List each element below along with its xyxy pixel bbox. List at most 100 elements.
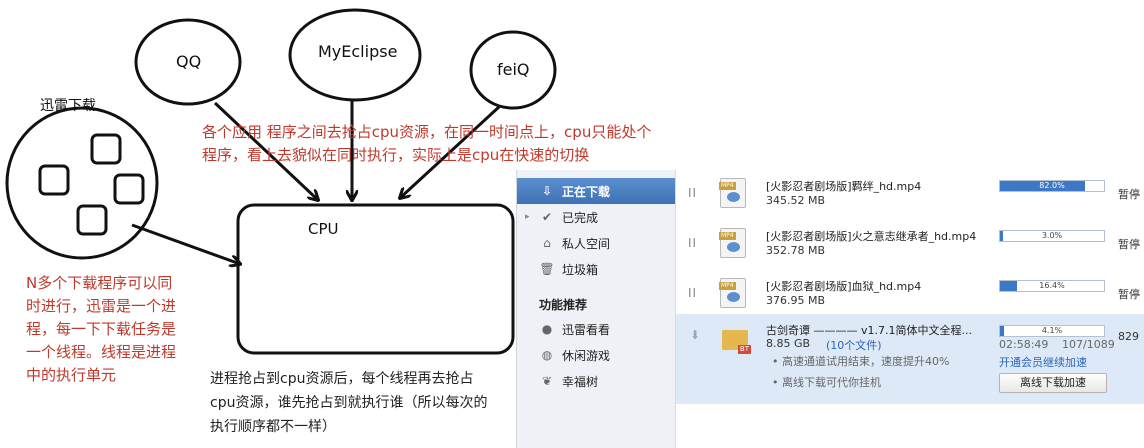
bt-hint: • 高速通道试用结束，速度提升40% bbox=[772, 355, 950, 368]
process-note: 进程抢占到cpu资源后，每个线程再去抢占 cpu资源，谁先抢占到就执行谁（所以每… bbox=[210, 367, 487, 439]
task-row[interactable]: II MP4 [火影忍者剧场版]血狱_hd.mp4 376.95 MB 16.4… bbox=[676, 274, 1144, 326]
threads-note-line: 程，每一下下载任务是 bbox=[26, 320, 177, 338]
leaf-icon: ❦ bbox=[541, 374, 553, 388]
bt-eta: 02:58:49 bbox=[999, 338, 1049, 351]
progress-bar: 82.0% bbox=[999, 180, 1105, 192]
arrow-feiq-to-cpu bbox=[400, 104, 502, 198]
task-size: 345.52 MB bbox=[766, 194, 826, 207]
progress-label: 4.1% bbox=[1041, 326, 1063, 335]
sidebar-item-label: 休闲游戏 bbox=[562, 348, 611, 363]
bt-task-size: 8.85 GB bbox=[766, 337, 811, 350]
feature-section-title: 功能推荐 bbox=[539, 298, 588, 312]
sidebar-item-private-space[interactable]: ⌂ 私人空间 bbox=[517, 230, 675, 256]
task-row[interactable]: II MP4 [火影忍者剧场版]火之意志继承者_hd.mp4 352.78 MB… bbox=[676, 224, 1144, 276]
feiq-label: feiQ bbox=[497, 60, 530, 79]
bt-badge: BT bbox=[737, 345, 751, 354]
sidebar-item-label: 垃圾箱 bbox=[562, 262, 599, 277]
progress-bar: 3.0% bbox=[999, 230, 1105, 242]
sidebar-item-trash[interactable]: 🗑 垃圾箱 bbox=[517, 256, 675, 282]
threads-note-line: 中的执行单元 bbox=[26, 366, 117, 384]
cpu-box bbox=[236, 203, 515, 355]
thunder-label: 迅雷下载 bbox=[40, 98, 96, 114]
qq-label: QQ bbox=[176, 52, 202, 71]
sidebar-item-label: 已完成 bbox=[562, 210, 599, 225]
file-tag: MP4 bbox=[719, 282, 736, 290]
threads-note-line: 一个线程。线程是进程 bbox=[26, 343, 177, 361]
offline-accelerate-button[interactable]: 离线下载加速 bbox=[999, 373, 1107, 393]
bt-speed: 829 bbox=[1118, 330, 1139, 343]
expand-arrow-icon[interactable]: ▸ bbox=[525, 212, 530, 222]
vip-link[interactable]: 开通会员继续加速 bbox=[999, 356, 1087, 369]
progress-fill bbox=[1000, 231, 1004, 241]
progress-bar: 16.4% bbox=[999, 280, 1105, 292]
progress-fill bbox=[1000, 181, 1086, 191]
feiq-bubble bbox=[469, 30, 557, 110]
thread-box bbox=[76, 204, 108, 236]
lock-icon: ⌂ bbox=[543, 236, 551, 250]
media-disc-icon bbox=[727, 242, 740, 252]
sidebar-item-label: 幸福树 bbox=[562, 374, 599, 389]
media-disc-icon bbox=[727, 292, 740, 302]
pause-button[interactable]: II bbox=[688, 236, 698, 250]
arrow-thunder-to-cpu bbox=[131, 223, 240, 264]
folder-icon: BT bbox=[722, 330, 751, 354]
arrow-qq-to-cpu bbox=[213, 101, 318, 200]
bt-task-name: 古剑奇谭 ———— v1.7.1简体中文全程... bbox=[766, 324, 972, 337]
process-note-line: 进程抢占到cpu资源后，每个线程再去抢占 bbox=[210, 371, 474, 387]
task-name: [火影忍者剧场版]羁绊_hd.mp4 bbox=[766, 180, 922, 193]
threads-note-line: N多个下载程序可以同 bbox=[26, 274, 173, 292]
apps-note: 各个应用 程序之间去抢占cpu资源，在同一时间点上，cpu只能处个 程序，看上去… bbox=[202, 121, 651, 167]
bt-pieces: 107/1089 bbox=[1062, 338, 1115, 351]
download-manager-panel: ⇩ 正在下载 ▸ ✔ 已完成 ⌂ 私人空间 🗑 垃圾箱 功能推荐 ● 迅雷看看 … bbox=[516, 170, 1144, 448]
task-list: II MP4 [火影忍者剧场版]羁绊_hd.mp4 345.52 MB 82.0… bbox=[676, 170, 1144, 448]
pause-button[interactable]: II bbox=[688, 286, 698, 300]
sidebar-item-label: 私人空间 bbox=[562, 236, 611, 251]
sidebar-item-happy-tree[interactable]: ❦ 幸福树 bbox=[517, 368, 675, 394]
sidebar-item-label: 迅雷看看 bbox=[562, 322, 611, 337]
thread-box bbox=[113, 173, 145, 205]
pause-button[interactable]: II bbox=[688, 186, 698, 200]
progress-label: 82.0% bbox=[1039, 181, 1065, 190]
myeclipse-label: MyEclipse bbox=[318, 42, 398, 61]
file-tag: MP4 bbox=[719, 182, 736, 190]
task-row[interactable]: II MP4 [火影忍者剧场版]羁绊_hd.mp4 345.52 MB 82.0… bbox=[676, 174, 1144, 226]
task-name: [火影忍者剧场版]血狱_hd.mp4 bbox=[766, 280, 922, 293]
task-size: 376.95 MB bbox=[766, 294, 826, 307]
cpu-label: CPU bbox=[308, 220, 339, 238]
threads-note-line: 时进行，迅雷是一个进 bbox=[26, 297, 177, 315]
sidebar: ⇩ 正在下载 ▸ ✔ 已完成 ⌂ 私人空间 🗑 垃圾箱 功能推荐 ● 迅雷看看 … bbox=[517, 170, 676, 448]
video-file-icon: MP4 bbox=[719, 228, 746, 258]
task-status: 暂停 bbox=[1118, 238, 1140, 251]
bt-hint: • 离线下载可代你挂机 bbox=[772, 376, 881, 389]
qq-bubble bbox=[134, 18, 242, 106]
thread-box bbox=[90, 133, 122, 165]
trash-icon: 🗑 bbox=[539, 262, 555, 276]
progress-bar: 4.1% bbox=[999, 325, 1105, 337]
task-name: [火影忍者剧场版]火之意志继承者_hd.mp4 bbox=[766, 230, 977, 243]
bt-file-count[interactable]: (10个文件) bbox=[826, 339, 882, 352]
sidebar-item-downloading[interactable]: ⇩ 正在下载 bbox=[517, 178, 675, 204]
progress-label: 16.4% bbox=[1039, 281, 1065, 290]
play-icon: ● bbox=[541, 322, 553, 336]
download-tray-icon: ⇩ bbox=[541, 184, 553, 198]
file-tag: MP4 bbox=[719, 232, 736, 240]
check-icon: ✔ bbox=[541, 210, 553, 224]
threads-note: N多个下载程序可以同 时进行，迅雷是一个进 程，每一下下载任务是 一个线程。线程… bbox=[26, 272, 176, 387]
sidebar-item-games[interactable]: ◍ 休闲游戏 bbox=[517, 342, 675, 368]
sidebar-item-label: 正在下载 bbox=[562, 184, 611, 199]
sidebar-item-xunlei-kankan[interactable]: ● 迅雷看看 bbox=[517, 316, 675, 342]
sidebar-item-completed[interactable]: ▸ ✔ 已完成 bbox=[517, 204, 675, 230]
task-status: 暂停 bbox=[1118, 188, 1140, 201]
thread-box bbox=[38, 164, 70, 196]
process-note-line: 执行顺序都不一样） bbox=[210, 419, 336, 435]
progress-fill bbox=[1000, 326, 1005, 336]
process-note-line: cpu资源，谁先抢占到就执行谁（所以每次的 bbox=[210, 395, 488, 411]
task-status: 暂停 bbox=[1118, 288, 1140, 301]
task-size: 352.78 MB bbox=[766, 244, 826, 257]
video-file-icon: MP4 bbox=[719, 278, 746, 308]
progress-fill bbox=[1000, 281, 1018, 291]
video-file-icon: MP4 bbox=[719, 178, 746, 208]
apps-note-line: 程序，看上去貌似在同时执行，实际上是cpu在快速的切换 bbox=[202, 146, 590, 164]
apps-note-line: 各个应用 程序之间去抢占cpu资源，在同一时间点上，cpu只能处个 bbox=[202, 123, 652, 141]
